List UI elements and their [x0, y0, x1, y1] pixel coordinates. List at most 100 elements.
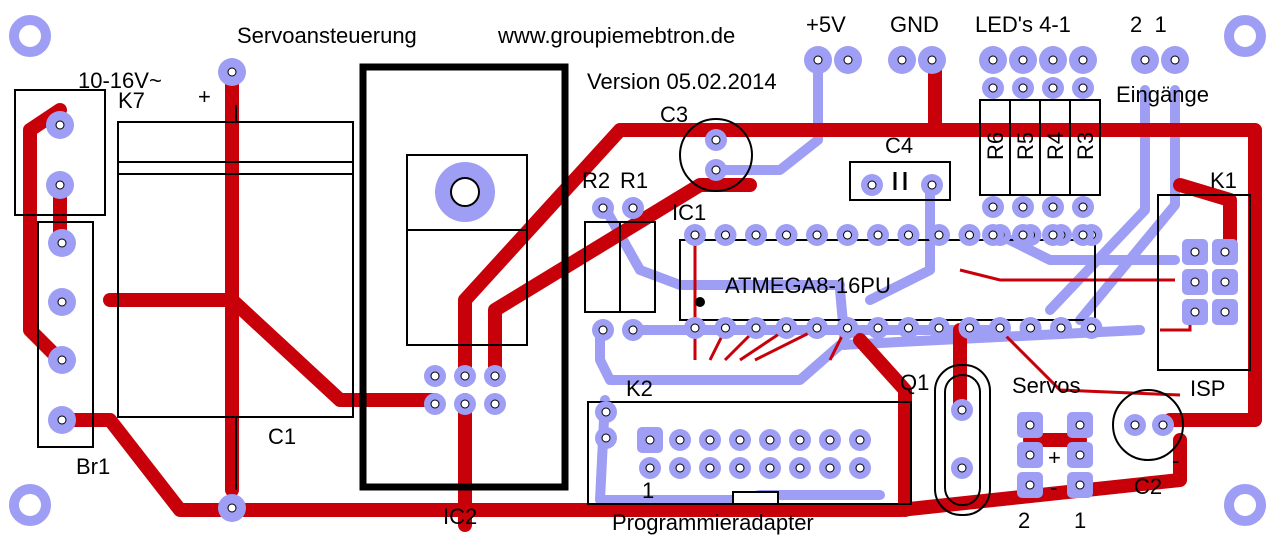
- k2-pin-drill: [855, 435, 865, 445]
- br1-outline: [37, 221, 94, 448]
- c4-outline: [849, 161, 951, 201]
- k2-pin1-label: 1: [642, 478, 654, 503]
- ic1-pin-bottom-drill: [1087, 323, 1096, 333]
- resistor-pin-lower-drill: [1018, 230, 1028, 240]
- k2-pin-lower-drill: [645, 463, 655, 473]
- k2-side-pin-drill: [601, 433, 611, 443]
- input-pin-drill: [1170, 55, 1180, 65]
- led-pin-lower-drill: [1048, 83, 1058, 93]
- servo-pin-drill: [1075, 450, 1085, 460]
- c1-plus-label: +: [198, 84, 211, 109]
- silkscreen-outlines: [14, 63, 1251, 516]
- inputs-number-label: 2 1: [1130, 12, 1167, 37]
- r6-label: R6: [983, 132, 1008, 160]
- ic1-pin-bottom-drill: [812, 323, 822, 333]
- k2-pin-lower-drill: [705, 463, 715, 473]
- resistor-pin-drill: [1048, 202, 1058, 212]
- ic1-pin-bottom-drill: [965, 323, 974, 333]
- labels: Servoansteuerung www.groupiemebtron.de V…: [76, 12, 1237, 535]
- gnd-pin-drill: [897, 55, 907, 65]
- ic2-pin-drill: [460, 371, 470, 381]
- ic1-pin-bottom-drill: [904, 323, 913, 333]
- br1-pin-drill: [57, 297, 67, 307]
- led-pin-lower-drill: [1018, 83, 1028, 93]
- resistor-pin-lower-drill: [988, 230, 998, 240]
- ic1-pin-top-drill: [965, 230, 974, 240]
- servo-pin-drill: [1025, 450, 1035, 460]
- resistor-pin-drill: [988, 202, 998, 212]
- k2-pin-drill: [825, 435, 835, 445]
- resistor-pin-drill: [1018, 202, 1028, 212]
- thin-top-traces: [693, 235, 1192, 397]
- k2-pin-lower-drill: [765, 463, 775, 473]
- ic2-pin-lower-drill: [430, 399, 440, 409]
- k2-outline: [587, 401, 912, 505]
- ic1-pin-top-drill: [782, 230, 791, 240]
- led-pin-lower-drill: [1078, 83, 1088, 93]
- led-pin-drill: [1048, 55, 1058, 65]
- servo-pin-drill: [1025, 480, 1035, 490]
- gnd-label: GND: [890, 12, 939, 37]
- isp-pin-2-drill: [1220, 307, 1230, 317]
- k2-pin-drill: [675, 435, 685, 445]
- ic1-pin-top-drill: [690, 230, 700, 240]
- k2-pin-drill: [735, 435, 745, 445]
- servo-pin-drill: [1075, 420, 1085, 430]
- ic1-pin-bottom-drill: [873, 323, 883, 333]
- k2-pin-lower-drill: [735, 463, 745, 473]
- c4-label: C4: [885, 133, 913, 158]
- r3-label: R3: [1073, 132, 1098, 160]
- br1-pin-drill: [57, 415, 67, 425]
- r5-label: R5: [1013, 132, 1038, 160]
- isp-pin-2-drill: [1220, 277, 1230, 287]
- plus5v-pin-drill: [843, 55, 853, 65]
- led-pin-lower-drill: [988, 83, 998, 93]
- isp-pin-drill: [1190, 277, 1200, 287]
- power-in-label: 10-16V~: [78, 68, 162, 93]
- ic2-pin-lower-drill: [460, 399, 470, 409]
- c2-label: C2: [1134, 474, 1162, 499]
- mount-hole-bottom-right: [1224, 484, 1266, 526]
- c1-label: C1: [268, 424, 296, 449]
- r4-label: R4: [1043, 132, 1068, 160]
- k2-pin-lower-drill: [795, 463, 805, 473]
- br1-pin-drill: [57, 355, 67, 365]
- prog-label: Programmieradapter: [612, 510, 814, 535]
- mount-hole-bottom-left: [9, 484, 51, 526]
- plus5v-pin-drill: [813, 55, 823, 65]
- ic1-pin-bottom-drill: [843, 323, 852, 333]
- heatsink-outline: [359, 63, 569, 491]
- ic1-pin-top-drill: [812, 230, 822, 240]
- ic2-label: IC2: [443, 504, 477, 529]
- isp-pin-drill: [1190, 307, 1200, 317]
- c4-pin-drill: [867, 180, 877, 190]
- resistor-r-pin-drill: [598, 203, 608, 213]
- k2-pin-drill: [705, 435, 715, 445]
- led-pin-drill: [988, 55, 998, 65]
- ic1-pin-bottom-drill: [690, 323, 700, 333]
- k1-outline: [1157, 194, 1251, 371]
- resistor-r-pin-lower-drill: [598, 325, 608, 335]
- resistor-pin-drill: [1078, 202, 1088, 212]
- servo2-label: 2: [1018, 508, 1030, 533]
- led-pin-drill: [1078, 55, 1088, 65]
- ic1-pin-bottom-drill: [751, 323, 761, 333]
- r3-outline: [1069, 99, 1101, 196]
- ic1-pin-top-drill: [721, 230, 730, 240]
- isp-pin-drill: [1190, 247, 1200, 257]
- mcu-label: ATMEGA8-16PU: [725, 273, 891, 298]
- q1-inner: [944, 374, 981, 506]
- pads: [46, 46, 1238, 522]
- plus5v-label: +5V: [806, 12, 846, 37]
- ic1-pin-bottom-drill: [1026, 323, 1035, 333]
- gnd-pin-drill: [927, 55, 937, 65]
- website-label: www.groupiemebtron.de: [497, 23, 735, 48]
- ic1-pin1-dot: [695, 297, 705, 307]
- c2-pin-2-drill: [1158, 420, 1168, 430]
- ic2-tab: [406, 154, 528, 231]
- ic1-label: IC1: [672, 200, 706, 225]
- c1-band: [117, 161, 354, 175]
- isp-pin-2-drill: [1220, 247, 1230, 257]
- k7-terminal-drill: [55, 180, 65, 190]
- k7-outline: [14, 89, 106, 216]
